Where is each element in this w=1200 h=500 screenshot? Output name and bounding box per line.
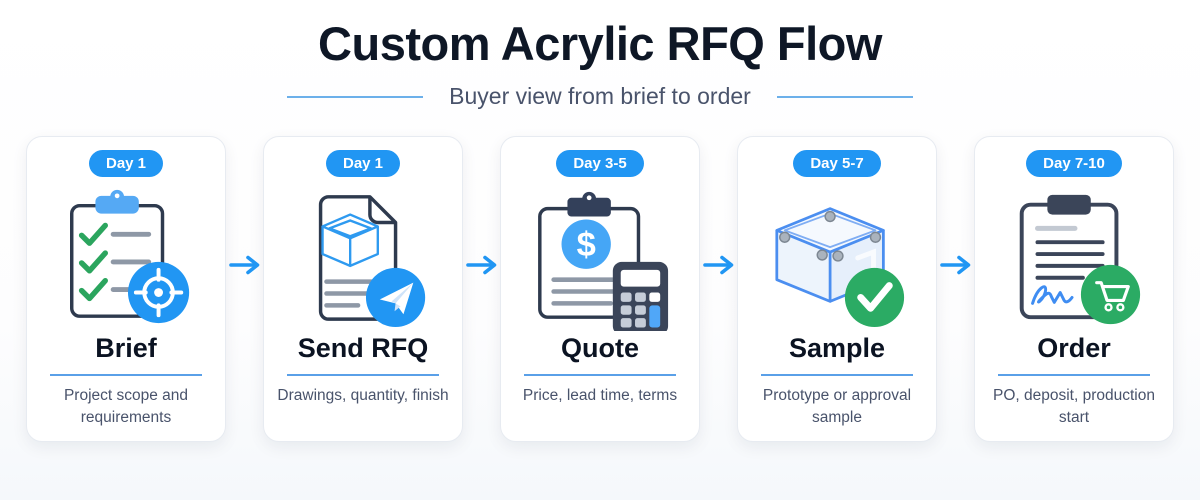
acrylic-box-check-icon [738, 182, 936, 332]
page-subtitle: Buyer view from brief to order [449, 83, 751, 109]
step-title: Quote [561, 333, 639, 363]
clipboard-dollar-calculator-icon: $ [501, 182, 699, 332]
day-badge: Day 3-5 [556, 150, 644, 177]
day-badge: Day 1 [325, 150, 401, 177]
step-title: Send RFQ [297, 333, 429, 363]
subtitle-divider-right [776, 95, 913, 98]
day-badge: Day 1 [88, 150, 164, 177]
step-description: Project scope and requirements [63, 387, 189, 426]
contract-signature-cart-icon [975, 182, 1173, 332]
subtitle-row: Buyer view from brief to order [0, 83, 1200, 110]
step-underline [998, 374, 1150, 376]
step-title: Sample [788, 333, 886, 363]
step-title: Order [1037, 333, 1111, 363]
flow-connector [226, 136, 263, 442]
step-underline [761, 374, 913, 376]
day-badge: Day 5-7 [793, 150, 881, 177]
dollar-glyph: $ [577, 226, 596, 264]
right-arrow-icon [702, 255, 733, 275]
step-underline [50, 374, 202, 376]
step-description: Price, lead time, terms [522, 387, 678, 404]
right-arrow-icon [228, 255, 259, 275]
page-title: Custom Acrylic RFQ Flow [318, 17, 882, 70]
document-cube-send-icon [264, 182, 462, 332]
step-card-sample: Day 5-7 [737, 136, 937, 442]
step-card-order: Day 7-10 Order PO, deposit, production s… [974, 136, 1174, 442]
flow-connector [937, 136, 974, 442]
right-arrow-icon [939, 255, 970, 275]
right-arrow-icon [465, 255, 496, 275]
step-title: Brief [95, 333, 157, 363]
header: Custom Acrylic RFQ Flow Buyer view from … [0, 0, 1200, 110]
step-description: Prototype or approval sample [762, 387, 912, 426]
step-description: PO, deposit, production start [993, 387, 1155, 426]
day-badge: Day 7-10 [1026, 150, 1122, 177]
step-card-quote: Day 3-5 $ [500, 136, 700, 442]
subtitle-divider-left [287, 95, 424, 98]
step-underline [524, 374, 676, 376]
clipboard-checklist-target-icon [27, 182, 225, 332]
step-description: Drawings, quantity, finish [277, 387, 449, 404]
flow-connector [700, 136, 737, 442]
step-card-send-rfq: Day 1 Send RFQ Drawi [263, 136, 463, 442]
flow-connector [463, 136, 500, 442]
flow-diagram: Day 1 Brief [0, 136, 1200, 442]
step-card-brief: Day 1 Brief [26, 136, 226, 442]
step-underline [287, 374, 439, 376]
